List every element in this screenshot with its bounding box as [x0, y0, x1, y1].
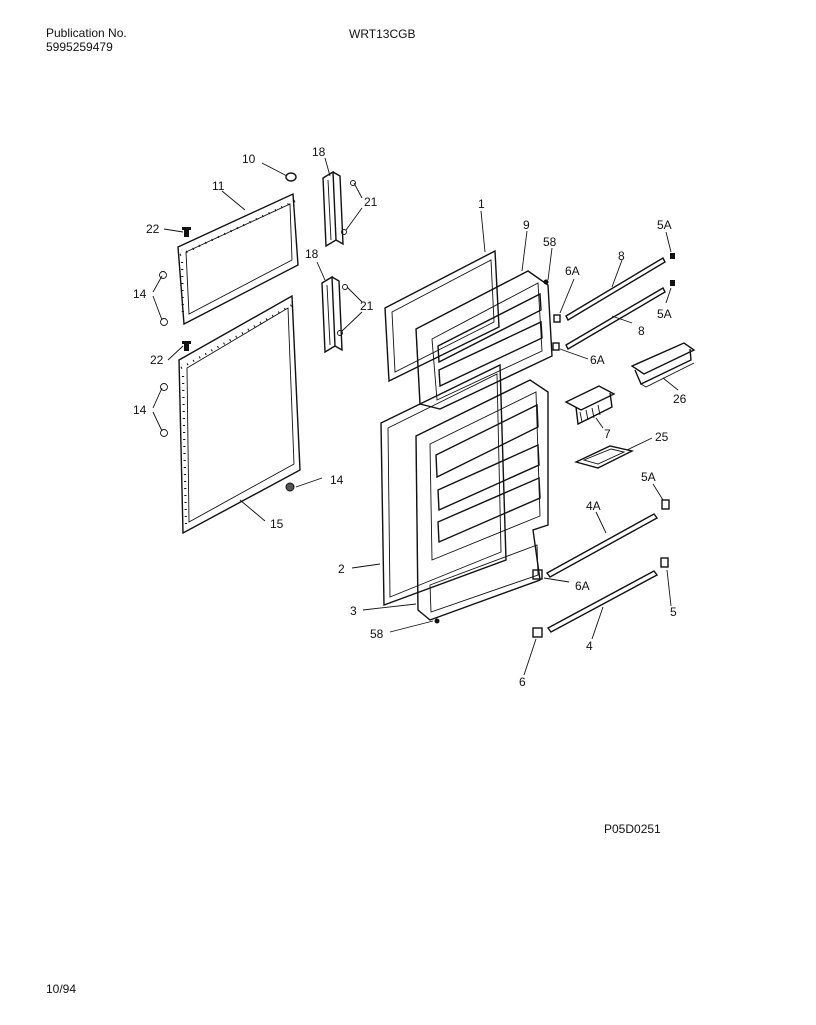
shelf-rail-8-bottom	[565, 287, 666, 350]
callout-22-bottom: 22	[150, 353, 164, 367]
rail-4A	[545, 513, 659, 578]
publication-label: Publication No.	[46, 26, 127, 40]
callout-11: 11	[212, 179, 225, 193]
callout-9: 9	[523, 218, 530, 232]
freezer-door-panel	[384, 249, 500, 383]
callout-26: 26	[673, 392, 687, 406]
plug-10	[285, 172, 297, 182]
callout-10: 10	[242, 152, 256, 166]
callout-58-top: 58	[543, 235, 557, 249]
callout-5A-top: 5A	[657, 218, 672, 232]
end-cap-5A-b	[670, 280, 675, 286]
callout-18-bottom: 18	[305, 247, 319, 261]
callout-58-bottom: 58	[370, 627, 384, 641]
callout-8-top: 8	[618, 249, 625, 263]
screw-21-b	[341, 229, 347, 235]
end-cap-5A-c	[661, 499, 670, 510]
publication-block: Publication No. 5995259479	[46, 26, 127, 54]
callout-4A: 4A	[586, 499, 601, 513]
callout-6A-bottom: 6A	[575, 579, 590, 593]
model-number: WRT13CGB	[349, 27, 416, 41]
freezer-door-gasket	[177, 192, 299, 326]
callout-18-top: 18	[312, 145, 326, 159]
leader-lines	[152, 157, 679, 676]
handle-18-bottom	[321, 275, 343, 354]
screw-58-top	[543, 279, 549, 285]
plug-14-a	[159, 271, 167, 279]
revision-date: 10/94	[46, 982, 77, 996]
end-cap-6A-a	[553, 314, 561, 323]
drawing-code: P05D0251	[604, 822, 661, 836]
bin-7	[564, 385, 616, 426]
end-cap-5	[660, 557, 669, 568]
screw-22-top	[182, 227, 191, 237]
screw-22-bottom	[182, 341, 191, 351]
callout-5: 5	[670, 605, 677, 619]
rail-4	[546, 570, 659, 633]
bin-26	[630, 342, 696, 388]
callout-14-bottom: 14	[330, 473, 344, 487]
callout-5A-middle: 5A	[657, 307, 672, 321]
shelf-rail-8-top	[565, 257, 666, 321]
callout-8-bottom: 8	[638, 324, 645, 338]
plug-14-c	[160, 383, 168, 391]
callout-1: 1	[478, 197, 485, 211]
callout-25: 25	[655, 430, 669, 444]
plug-14-b	[160, 318, 168, 326]
screw-21-d	[337, 330, 343, 336]
callout-7: 7	[604, 427, 611, 441]
callout-6A-middle: 6A	[590, 353, 605, 367]
tray-25	[573, 445, 635, 469]
end-cap-6A-b	[552, 342, 560, 351]
screw-21-c	[342, 284, 348, 290]
callout-21-bottom: 21	[360, 299, 374, 313]
callout-4: 4	[586, 639, 593, 653]
callout-14-middle: 14	[133, 403, 147, 417]
end-cap-6A-c	[532, 569, 543, 580]
fresh-food-door-panel	[380, 363, 507, 606]
callout-21-top: 21	[364, 195, 378, 209]
handle-18-top	[322, 170, 344, 248]
end-cap-6	[532, 627, 543, 638]
screw-58-bottom	[434, 618, 440, 624]
callout-2: 2	[338, 562, 345, 576]
freezer-door-liner	[415, 270, 553, 410]
fresh-food-door-liner	[415, 379, 549, 621]
callout-labels: 10 11 22 14 22 14 14 15 18 21 18 21 1 9 …	[133, 145, 687, 689]
fresh-food-door-gasket	[178, 294, 301, 535]
callout-15: 15	[270, 517, 284, 531]
callout-22-top: 22	[146, 222, 160, 236]
callout-3: 3	[350, 604, 357, 618]
callout-5A-bottom: 5A	[641, 470, 656, 484]
screw-21-a	[350, 180, 356, 186]
publication-number: 5995259479	[46, 40, 113, 54]
plug-14-e	[285, 482, 295, 492]
end-cap-5A-a	[670, 253, 675, 259]
callout-6: 6	[519, 675, 526, 689]
callout-6A-top: 6A	[565, 264, 580, 278]
plug-14-d	[160, 429, 168, 437]
callout-14-top: 14	[133, 287, 147, 301]
